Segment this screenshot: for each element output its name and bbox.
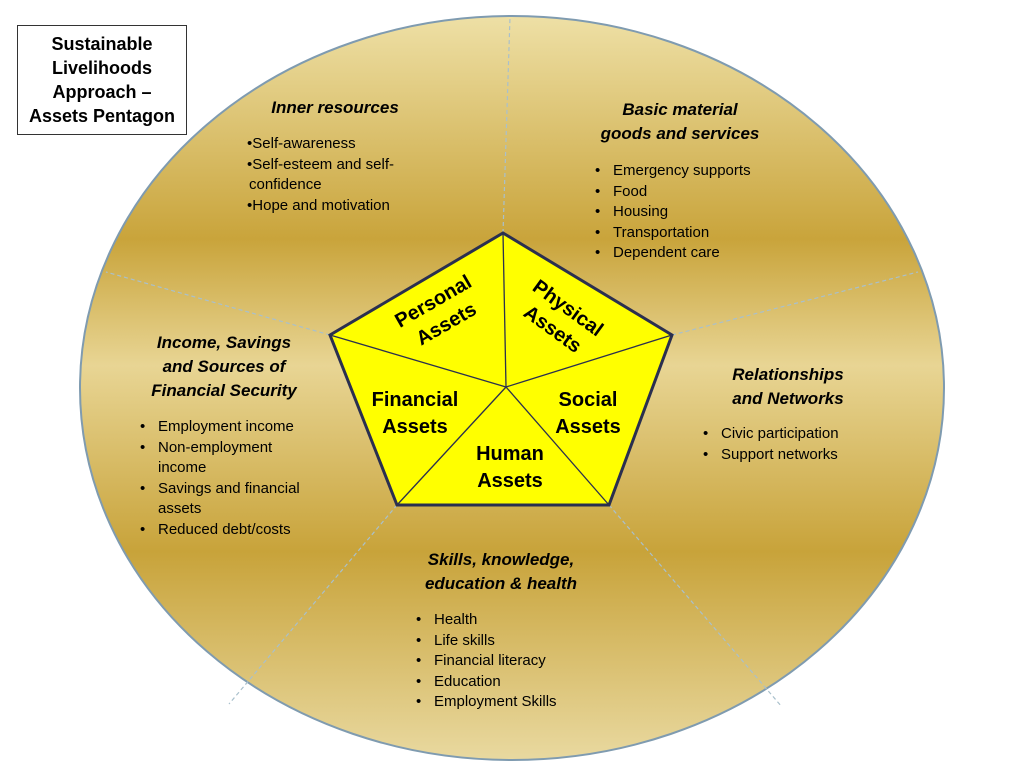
heading-line: Financial Security [151, 381, 297, 400]
list-item: Dependent care [591, 243, 791, 264]
heading-line: and Sources of [162, 357, 286, 376]
title-line: Sustainable [51, 34, 153, 54]
heading-line: and Networks [732, 389, 844, 408]
income-list: Employment income Non-employment income … [136, 417, 326, 540]
list-item: Employment income [136, 417, 326, 438]
heading-line: Skills, knowledge, [427, 550, 575, 569]
asset-label-line: Assets [477, 470, 543, 492]
asset-label-line: Human [476, 443, 544, 465]
list-item: Non-employment income [136, 438, 298, 479]
inner-resources-heading: Inner resources [250, 96, 420, 120]
social-assets-label: Social Assets [528, 387, 648, 441]
divider-left [105, 271, 331, 336]
list-item: Health [412, 610, 612, 631]
list-item-text: Non-employment income [158, 438, 273, 477]
list-item: Housing [591, 202, 791, 223]
list-item: Emergency supports [591, 161, 791, 182]
list-item: Savings and financial assets [136, 479, 330, 520]
list-item: Reduced debt/costs [136, 520, 326, 541]
heading-line: goods and services [600, 124, 760, 143]
asset-label-line: Assets [555, 416, 621, 438]
list-item: Food [591, 182, 791, 203]
relationships-heading: Relationships and Networks [705, 363, 871, 411]
inner-line-right [505, 334, 673, 388]
asset-label-line: Financial [371, 389, 459, 411]
pentagon-inner-lines [329, 232, 673, 506]
list-item: Employment Skills [412, 692, 612, 713]
divider-bottom-right [608, 504, 783, 708]
divider-top [502, 16, 511, 234]
list-item: Life skills [412, 631, 612, 652]
title-line: Livelihoods [51, 58, 152, 78]
heading-line: Relationships [732, 365, 844, 384]
sector-dividers [105, 16, 919, 708]
skills-heading: Skills, knowledge, education & health [395, 548, 607, 596]
human-assets-label: Human Assets [450, 441, 570, 495]
asset-label-line: Assets [382, 416, 448, 438]
inner-line-top [502, 232, 507, 388]
heading-line: education & health [424, 574, 578, 593]
income-heading: Income, Savings and Sources of Financial… [130, 331, 318, 403]
assets-pentagon [328, 231, 674, 507]
list-item: Support networks [699, 445, 889, 466]
list-item: Self-awareness [247, 134, 437, 155]
inner-line-bottom-right [505, 386, 610, 506]
skills-list: Health Life skills Financial literacy Ed… [412, 610, 612, 713]
list-item-continuation: confidence [249, 176, 322, 193]
heading-line: Basic material [622, 100, 738, 119]
inner-line-bottom-left [396, 386, 507, 506]
heading-line: Income, Savings [156, 333, 292, 352]
diagram-title: Sustainable Livelihoods Approach – Asset… [17, 25, 187, 135]
list-item: Transportation [591, 223, 791, 244]
asset-label-line: Social [558, 389, 618, 411]
list-item: Self-esteem and self- [247, 155, 437, 176]
list-item-text: Savings and financial assets [158, 479, 300, 518]
list-item: Hope and motivation [247, 196, 437, 217]
divider-right [671, 271, 919, 336]
heading-line: Inner resources [271, 98, 399, 117]
relationships-list: Civic participation Support networks [699, 424, 889, 465]
list-item: Education [412, 672, 612, 693]
divider-bottom-left [228, 504, 398, 705]
list-item: Financial literacy [412, 651, 612, 672]
title-line: Assets Pentagon [28, 106, 176, 126]
title-line: Approach – [52, 82, 152, 102]
financial-assets-label: Financial Assets [355, 387, 475, 441]
inner-resources-list: Self-awareness Self-esteem and self- con… [247, 134, 437, 216]
basic-material-list: Emergency supports Food Housing Transpor… [591, 161, 791, 264]
basic-material-heading: Basic material goods and services [575, 98, 785, 146]
list-item: Civic participation [699, 424, 889, 445]
inner-line-left [329, 334, 507, 388]
